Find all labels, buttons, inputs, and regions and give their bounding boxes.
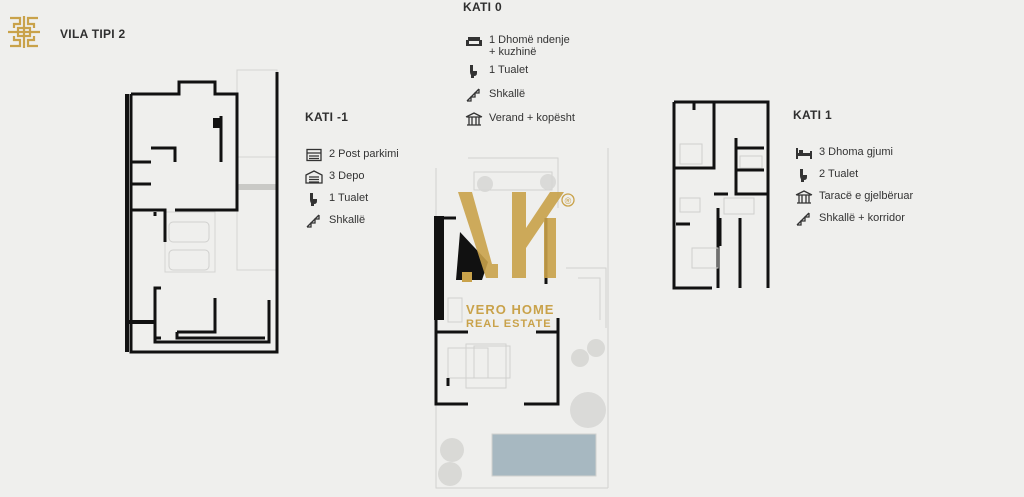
ground-floor-plan [434,148,609,489]
legend-label: Taracë e gjelbëruar [819,190,914,202]
watermark-line2: REAL ESTATE [466,318,552,330]
legend-label: Verand + kopësht [489,112,575,124]
legend-item: 1 Dhomë ndenje + kuzhinë [465,34,575,58]
legend-label: 3 Depo [329,170,365,182]
first-legend: 3 Dhoma gjumi 2 Tualet Taracë e gjelbëru… [795,146,913,234]
veranda-icon [465,112,483,126]
legend-item: Shkallë [305,214,399,228]
storage-icon [305,170,323,184]
first-floor-plan [672,100,770,290]
legend-label: Shkallë [489,88,526,100]
legend-item: Taracë e gjelbëruar [795,190,913,204]
stairs-icon [466,88,480,102]
legend-item: Verand + kopësht [465,112,575,126]
toilet-icon [470,65,477,78]
watermark-line1: VERO HOME [466,302,555,317]
bed-icon [796,148,812,159]
legend-label: 3 Dhoma gjumi [819,146,893,158]
brand-logo [6,12,42,52]
stairs-icon [306,214,320,228]
watermark-logo: ® [458,192,575,278]
first-title: KATI 1 [793,108,832,122]
cross-pattern-logo-icon [8,16,40,48]
legend-label: 1 Dhomë ndenje [489,34,570,46]
legend-item: 1 Tualet [465,64,575,78]
basement-title: KATI -1 [305,110,349,124]
legend-label: 2 Tualet [819,168,859,180]
ground-legend: 1 Dhomë ndenje + kuzhinë 1 Tualet Shkall… [465,34,575,134]
legend-item: Shkallë + korridor [795,212,913,226]
basement-legend: 2 Post parkimi 3 Depo 1 Tualet Shkallë [305,148,399,236]
basement-floor-plan [125,69,279,354]
watermark-registered-mark: ® [565,196,572,206]
legend-item: 3 Dhoma gjumi [795,146,913,160]
sofa-icon [466,37,482,46]
garage-icon [306,148,322,162]
legend-label-line2: + kuzhinë [489,46,537,58]
pool [491,433,597,477]
legend-item: 1 Tualet [305,192,399,206]
ground-title: KATI 0 [463,0,502,14]
legend-label: Shkallë [329,214,366,226]
stairs-icon [796,212,810,226]
legend-item: 2 Post parkimi [305,148,399,162]
legend-label: 1 Tualet [489,64,529,76]
legend-label: Shkallë + korridor [819,212,905,224]
page-title: VILA TIPI 2 [60,27,126,41]
legend-item: Shkallë [465,88,575,102]
legend-label: 1 Tualet [329,192,369,204]
terrace-icon [795,190,813,204]
toilet-icon [310,193,317,206]
legend-item: 3 Depo [305,170,399,184]
toilet-icon [800,169,807,182]
legend-item: 2 Tualet [795,168,913,182]
legend-label: 2 Post parkimi [329,148,399,160]
